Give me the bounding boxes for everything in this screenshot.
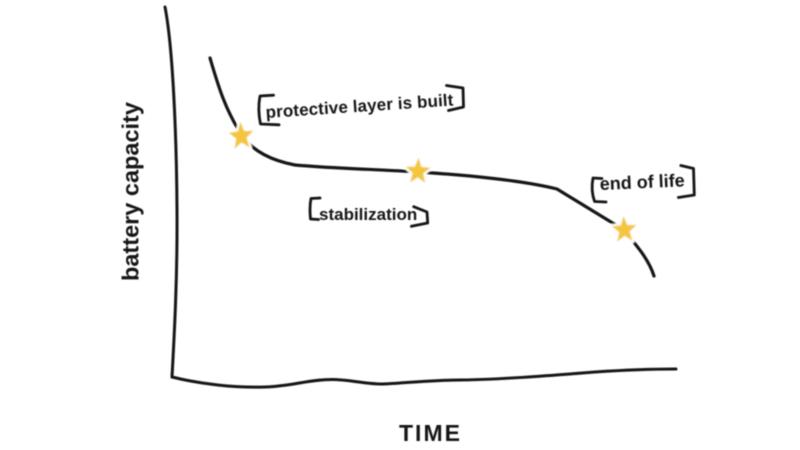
svg-text:end of life: end of life (599, 170, 685, 194)
svg-text:battery capacity: battery capacity (118, 102, 144, 281)
svg-text:protective layer is built: protective layer is built (265, 91, 454, 122)
svg-text:stabilization: stabilization (319, 205, 417, 224)
svg-text:TIME: TIME (399, 420, 462, 446)
